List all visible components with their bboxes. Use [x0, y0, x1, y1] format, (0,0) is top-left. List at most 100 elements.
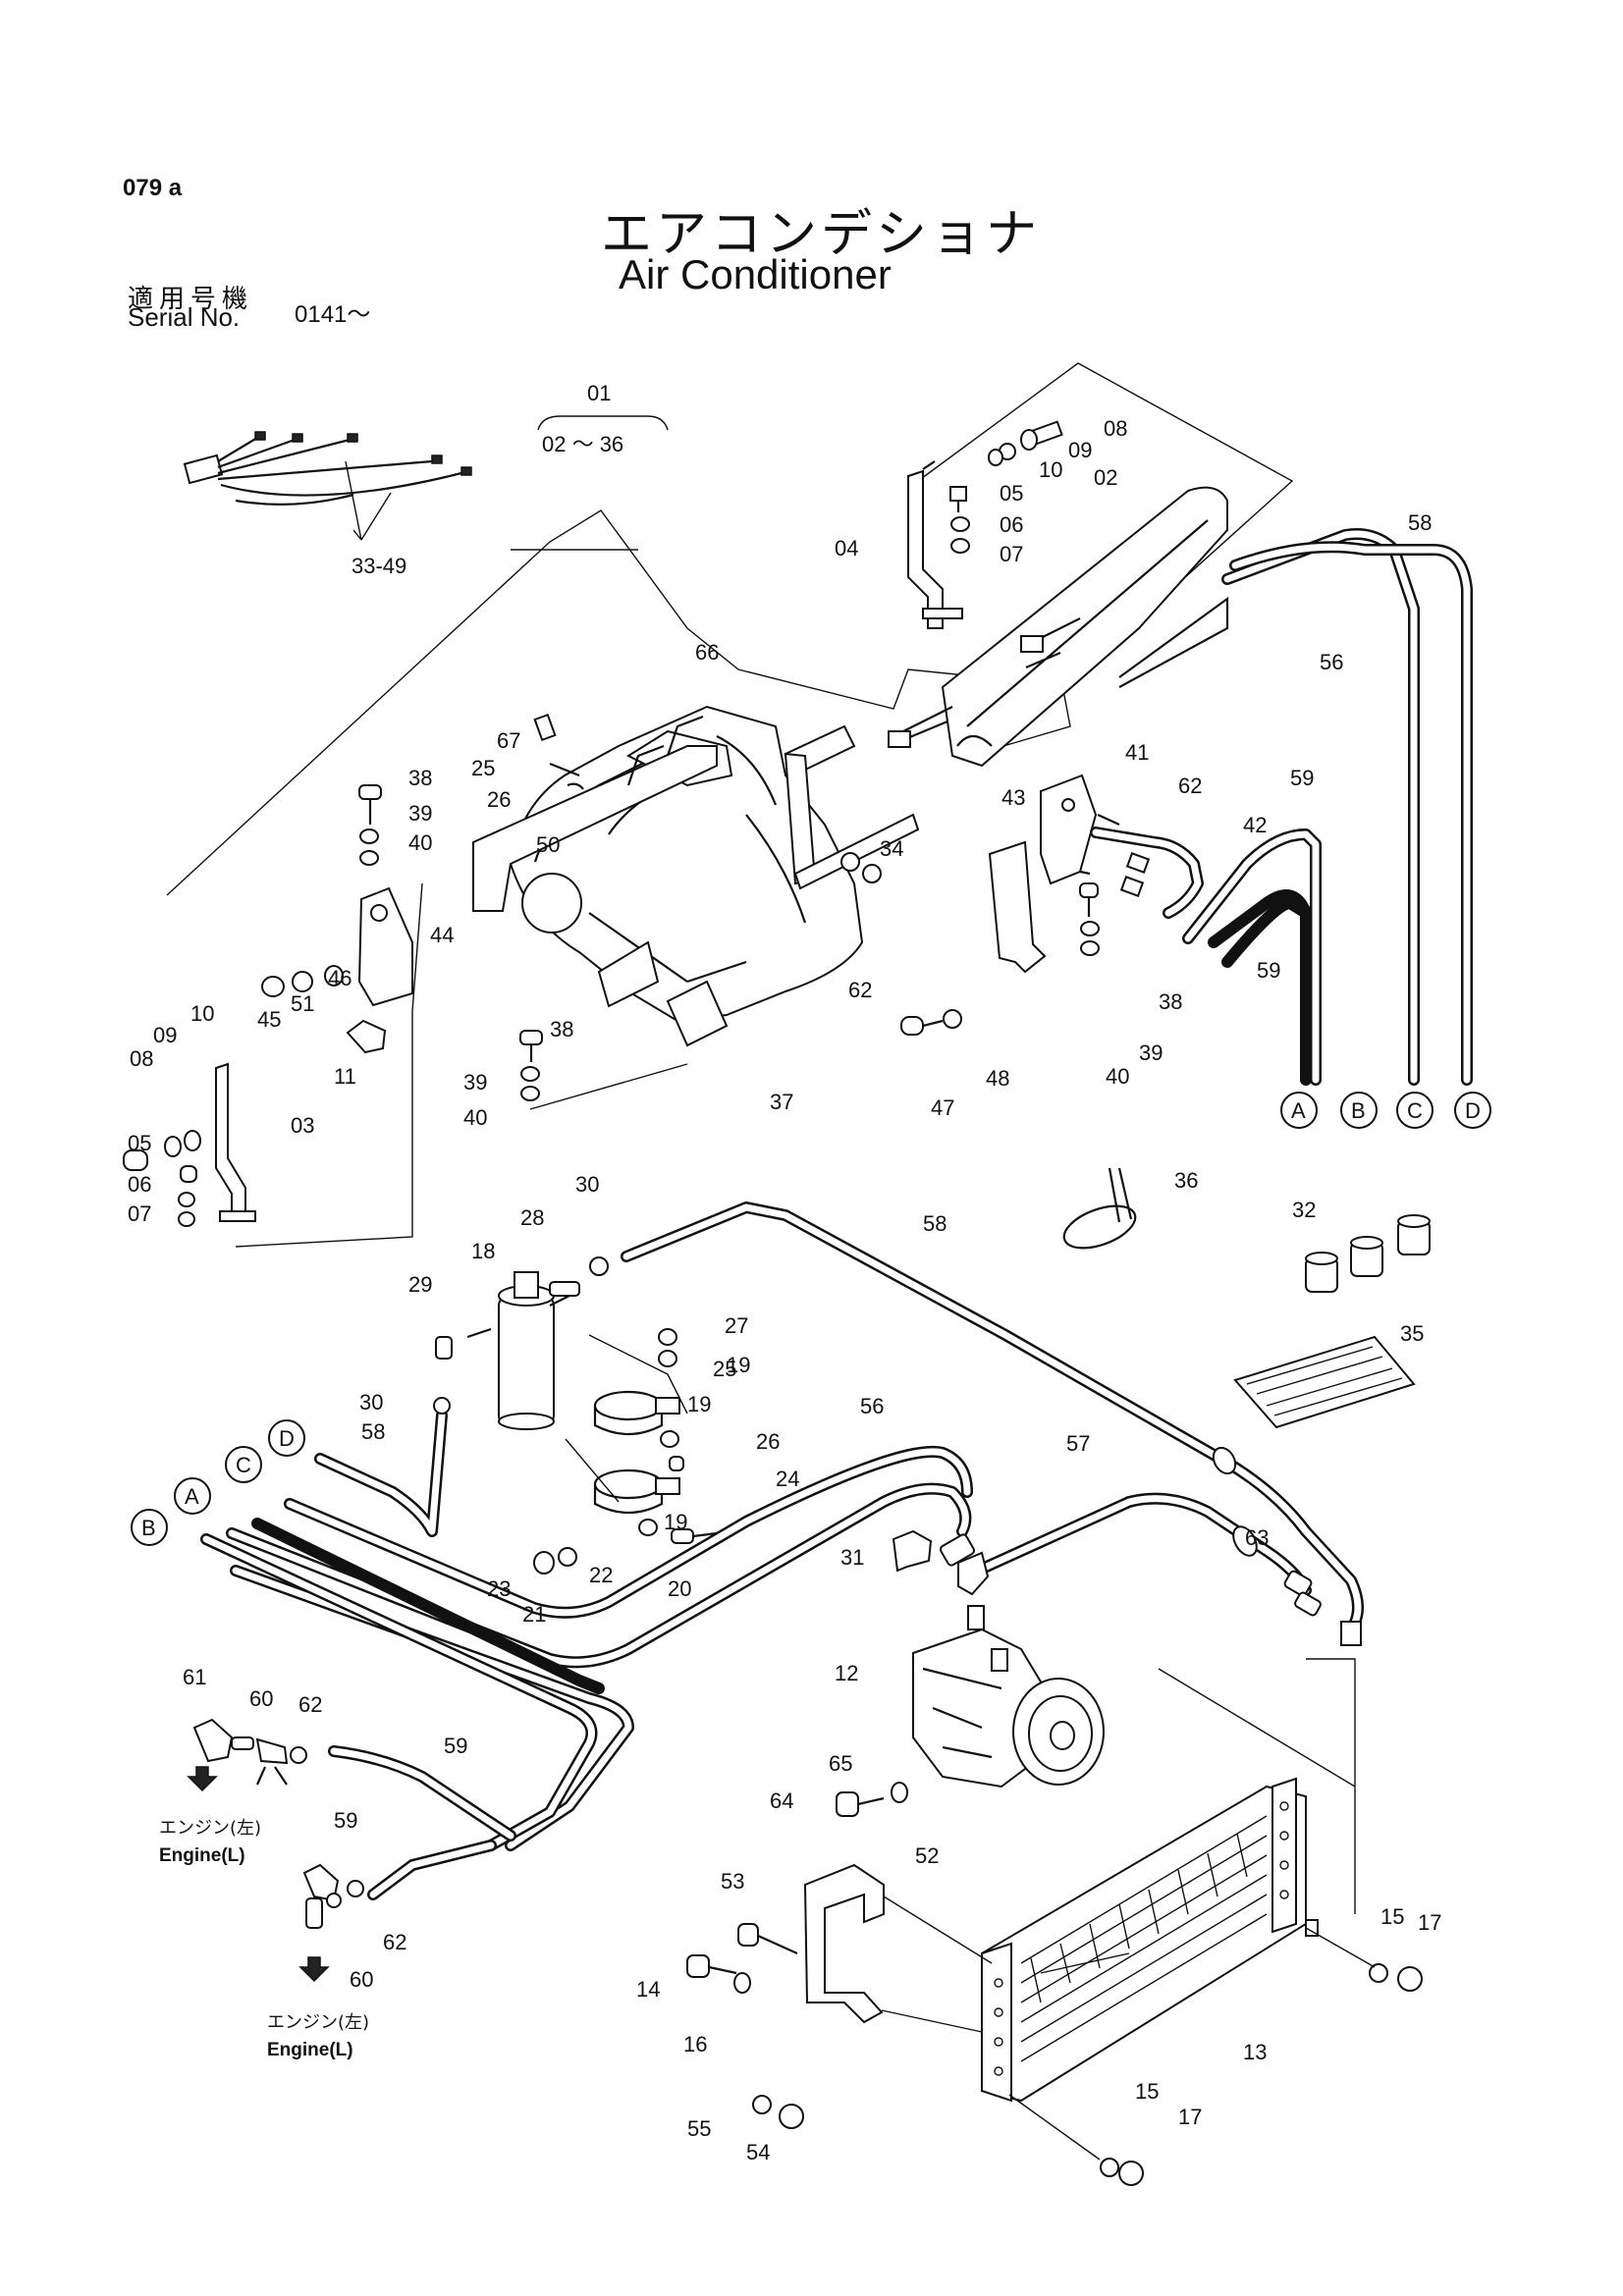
condenser-bracket	[803, 1863, 1130, 2033]
callout-58-mid: 58	[923, 1211, 947, 1236]
callout-06-left: 06	[128, 1172, 151, 1197]
connector-D-circle	[1454, 1092, 1491, 1129]
callout-62-left: 62	[298, 1692, 322, 1717]
callout-15: 15	[1380, 1904, 1404, 1929]
bolts-38-bottom	[519, 1030, 688, 1110]
callout-46: 46	[328, 966, 352, 990]
callout-56: 56	[1320, 650, 1343, 674]
page-title-japanese: エアコンデショナ	[601, 205, 1042, 264]
condenser-hardware	[686, 1658, 1423, 2186]
callout-06: 06	[1000, 512, 1023, 537]
housing-cover	[472, 715, 718, 912]
bolts-38-left	[358, 784, 382, 866]
callout-48: 48	[986, 1066, 1009, 1091]
callout-25-mid: 25	[713, 1357, 736, 1381]
callout-07-left: 07	[128, 1201, 151, 1226]
callout-43: 43	[1001, 785, 1025, 810]
bracket-04	[907, 460, 963, 629]
callout-60: 60	[249, 1686, 273, 1711]
bracket-43-41	[988, 774, 1120, 974]
hose-59-right	[1182, 828, 1322, 1086]
assembly-main-number: 01	[587, 381, 611, 405]
callout-11: 11	[334, 1064, 356, 1089]
callout-38: 38	[408, 766, 432, 790]
compressor-bolts	[836, 1782, 908, 1817]
connector-C-left-label: C	[236, 1453, 251, 1477]
callout-64: 64	[770, 1789, 793, 1813]
duct-seals	[784, 724, 920, 890]
callout-40-bottom: 40	[463, 1105, 487, 1130]
clip-parts-67-25-26	[533, 713, 584, 790]
callout-67: 67	[497, 728, 520, 753]
callout-59-left-low: 59	[334, 1808, 357, 1833]
callout-22: 22	[589, 1563, 613, 1587]
rubber-mounts	[1305, 1214, 1431, 1293]
connector-markers-left: D C A B	[131, 1419, 305, 1546]
callout-33-49: 33-49	[352, 554, 406, 578]
callout-30-left: 30	[359, 1390, 383, 1415]
serial-number-value: 0141～	[295, 301, 371, 328]
callout-36: 36	[1174, 1168, 1198, 1193]
callout-17-bottom: 17	[1178, 2105, 1202, 2129]
callout-23: 23	[487, 1576, 511, 1601]
filter-pad	[1233, 1335, 1416, 1429]
callout-59: 59	[1290, 766, 1314, 790]
assembly-range: 02 ～ 36	[542, 432, 623, 456]
connector-B-left-label: B	[141, 1516, 156, 1540]
hoses-left-long	[200, 1445, 973, 1851]
callout-45: 45	[257, 1007, 281, 1032]
callout-56-mid: 56	[860, 1394, 884, 1418]
callout-41: 41	[1125, 740, 1149, 765]
serial-label-japanese: 適用号機	[128, 285, 254, 314]
callout-19-upper: 19	[727, 1353, 750, 1377]
callout-12: 12	[835, 1661, 858, 1685]
connector-B-label: B	[1351, 1098, 1366, 1123]
callout-40: 40	[408, 830, 432, 855]
hardware-right-middle	[840, 852, 1100, 1036]
hose-59-left	[328, 1745, 516, 1900]
callout-05: 05	[1000, 481, 1023, 506]
serial-label-english: Serial No.	[128, 302, 241, 332]
callout-34: 34	[880, 836, 903, 861]
compressor	[912, 1605, 1105, 1789]
engine-valves	[187, 1718, 364, 1983]
callout-58-left: 58	[361, 1419, 385, 1444]
engine-note-1-jp: エンジン(左)	[159, 1818, 261, 1839]
callout-39-right: 39	[1139, 1041, 1163, 1065]
callout-14: 14	[636, 1977, 660, 2002]
connector-B-left-circle	[131, 1509, 168, 1546]
callout-65: 65	[829, 1751, 852, 1776]
receiver-drier	[435, 1256, 609, 1430]
callout-39: 39	[408, 801, 432, 826]
connector-D-label: D	[1465, 1098, 1481, 1123]
callout-62: 62	[1178, 774, 1202, 798]
callout-21: 21	[522, 1602, 546, 1627]
callout-28: 28	[520, 1205, 544, 1230]
callout-55: 55	[687, 2116, 711, 2141]
hose-58-drier	[314, 1397, 451, 1537]
wiring-harness	[183, 431, 472, 541]
callout-02: 02	[1094, 465, 1117, 490]
callout-59-left: 59	[444, 1734, 467, 1758]
callout-30: 30	[575, 1172, 599, 1197]
engine-note-1-en: Engine(L)	[159, 1845, 245, 1866]
hose-58-long	[621, 1201, 1364, 1646]
assembly-bracket	[537, 415, 669, 431]
connector-B-circle	[1340, 1092, 1378, 1129]
callout-62-mid: 62	[848, 978, 872, 1002]
connector-D-left-label: D	[279, 1426, 295, 1451]
callout-15-bottom: 15	[1135, 2079, 1159, 2104]
connector-markers-right: A B C D	[1280, 1092, 1491, 1129]
callout-29: 29	[408, 1272, 432, 1297]
callout-25: 25	[471, 756, 495, 780]
callout-37: 37	[770, 1090, 793, 1114]
callout-53: 53	[721, 1869, 744, 1894]
hose-42	[1090, 827, 1204, 919]
callout-20: 20	[668, 1576, 691, 1601]
callout-labels-repeat: 08 09 10 05 06 07 38 39 40 38 39 40 62 5…	[128, 958, 1280, 2129]
assembly-reference: 01 02 ～ 36	[537, 381, 669, 456]
page-title-english: Air Conditioner	[619, 251, 892, 297]
callout-10: 10	[1039, 457, 1062, 482]
callout-50: 50	[536, 832, 560, 857]
